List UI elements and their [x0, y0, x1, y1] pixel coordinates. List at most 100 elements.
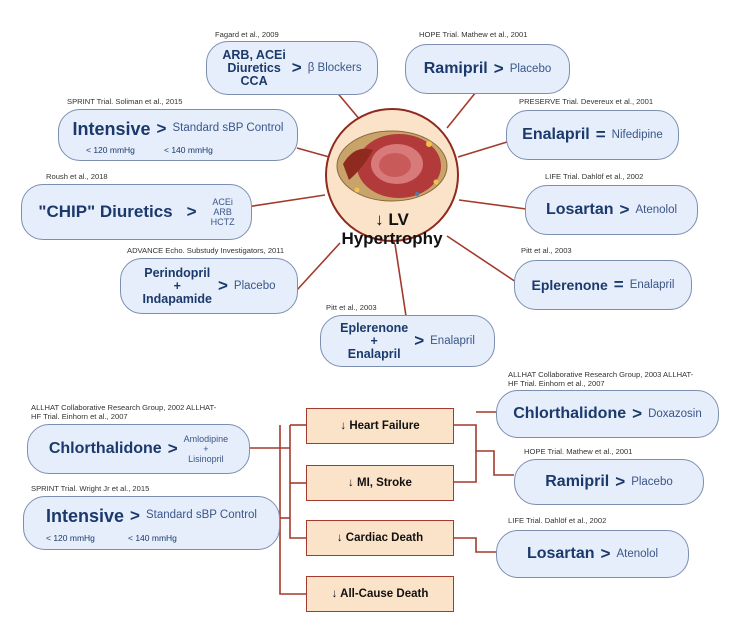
- study-sprint-wright-intensive: Intensive > Standard sBP Control < 120 m…: [23, 496, 280, 550]
- drug-line1: Eplerenone: [340, 320, 409, 335]
- comparator-line3: HCTZ: [210, 217, 235, 227]
- drug-plus: +: [173, 278, 181, 293]
- comparison-operator: >: [600, 544, 611, 563]
- citation-pitt-right: Pitt et al., 2003: [521, 246, 572, 255]
- connector-right-mid: [476, 450, 514, 476]
- comparator: β Blockers: [307, 62, 362, 74]
- drug-line2: Diuretics: [227, 60, 281, 75]
- citation-sprint-soliman: SPRINT Trial. Soliman et al., 2015: [67, 97, 183, 106]
- comparator-line2: ARB: [213, 207, 232, 217]
- citation-line2: HF Trial. Einhorn et al., 2007: [31, 412, 128, 421]
- drug-line2: Indapamide: [142, 291, 212, 306]
- lv-hypertrophy-label: ↓ LV Hypertrophy: [325, 210, 459, 248]
- comparison-operator: >: [291, 58, 302, 77]
- drug: Enalapril: [522, 126, 590, 143]
- study-life-losartan: Losartan > Atenolol: [525, 185, 698, 235]
- study-fagard: ARB, ACEi Diuretics CCA > β Blockers: [206, 41, 378, 95]
- drug: "CHIP" Diuretics: [38, 202, 173, 221]
- citation-hope: HOPE Trial. Mathew et al., 2001: [419, 30, 528, 39]
- citation-life: LIFE Trial. Dahlöf et al., 2002: [545, 172, 644, 181]
- comparator: Enalapril: [430, 335, 475, 347]
- comparison-operator: =: [613, 275, 624, 294]
- study-advance-perindopril: Perindopril + Indapamide > Placebo: [120, 258, 298, 314]
- lv-label-line2: Hypertrophy: [341, 229, 443, 248]
- citation-preserve: PRESERVE Trial. Devereux et al., 2001: [519, 97, 654, 106]
- drug: Ramipril: [423, 60, 488, 77]
- comparator: Nifedipine: [611, 129, 663, 141]
- study-preserve-enalapril: Enalapril = Nifedipine: [506, 110, 679, 160]
- drug: Chlorthalidone: [48, 440, 162, 457]
- comparison-operator: >: [186, 202, 197, 221]
- citation-pitt-bottom: Pitt et al., 2003: [326, 303, 377, 312]
- comparison-operator: >: [130, 506, 140, 525]
- citation-line2: HF Trial. Einhorn et al., 2007: [508, 379, 605, 388]
- outcome-all-cause-death: ↓ All-Cause Death: [306, 576, 454, 612]
- study-allhat-chlorthalidone-doxazosin: Chlorthalidone > Doxazosin: [496, 390, 719, 438]
- comparison-operator: >: [493, 59, 504, 78]
- comparison-operator: >: [632, 404, 643, 423]
- connector-intensive-tree: [289, 483, 306, 539]
- connector-pitt-bottom: [394, 243, 407, 317]
- citation-fagard: Fagard et al., 2009: [215, 30, 279, 39]
- citation-hope-bottom: HOPE Trial. Mathew et al., 2001: [524, 447, 633, 456]
- comparator-plus: +: [203, 444, 209, 454]
- connector-life: [458, 199, 527, 210]
- target-standard: < 140 mmHg: [164, 145, 213, 155]
- drug: Eplerenone: [531, 277, 608, 293]
- drug-line1: ARB, ACEi: [222, 47, 286, 62]
- study-pitt-eplerenone-enalapril: Eplerenone + Enalapril > Enalapril: [320, 315, 495, 367]
- drug-plus: +: [370, 333, 378, 348]
- drug: Intensive: [46, 506, 125, 526]
- comparison-operator: >: [619, 200, 630, 219]
- connector-preserve: [457, 141, 508, 158]
- comparator: Placebo: [509, 63, 552, 75]
- target-intensive: < 120 mmHg: [46, 533, 95, 543]
- outcome-mi-stroke: ↓ MI, Stroke: [306, 465, 454, 501]
- citation-roush: Roush et al., 2018: [46, 172, 108, 181]
- study-allhat-chlorthalidone-amlodipine: Chlorthalidone > Amlodipine + Lisinopril: [27, 424, 250, 474]
- connector-trunk: [279, 425, 306, 595]
- comparator-line1: ACEi: [212, 197, 233, 207]
- comparator-line1: Amlodipine: [183, 434, 229, 444]
- heart-cross-section-icon: [336, 130, 448, 202]
- comparator: Placebo: [631, 476, 673, 488]
- target-standard: < 140 mmHg: [128, 533, 177, 543]
- comparison-operator: =: [595, 125, 606, 144]
- comparator-line2: Lisinopril: [188, 454, 224, 464]
- comparator: Standard sBP Control: [172, 122, 284, 134]
- study-hope-ramipril-bottom: Ramipril > Placebo: [514, 459, 704, 505]
- connector-hope: [446, 91, 477, 129]
- drug-line1: Perindopril: [144, 265, 211, 280]
- comparator: Enalapril: [629, 279, 675, 291]
- citation-sprint-wright: SPRINT Trial. Wright Jr et al., 2015: [31, 484, 150, 493]
- connector-right-top: [454, 424, 477, 483]
- study-sprint-intensive: Intensive > Standard sBP Control < 120 m…: [58, 109, 298, 161]
- drug: Intensive: [72, 119, 151, 139]
- study-pitt-eplerenone: Eplerenone = Enalapril: [514, 260, 692, 310]
- connector-pitt-right: [446, 235, 520, 285]
- target-intensive: < 120 mmHg: [86, 145, 135, 155]
- study-roush-chip-diuretics: "CHIP" Diuretics > ACEi ARB HCTZ: [21, 184, 252, 240]
- comparison-operator: >: [217, 276, 228, 295]
- connector-advance: [296, 242, 341, 291]
- citation-allhat-2002: ALLHAT Collaborative Research Group, 200…: [31, 403, 216, 421]
- comparison-operator: >: [156, 119, 167, 138]
- comparison-operator: >: [414, 331, 425, 350]
- drug: Chlorthalidone: [513, 405, 627, 422]
- study-life-losartan-bottom: Losartan > Atenolol: [496, 530, 689, 578]
- comparator: Standard sBP Control: [145, 509, 257, 521]
- comparator: Placebo: [233, 280, 276, 292]
- outcome-cardiac-death: ↓ Cardiac Death: [306, 520, 454, 556]
- comparison-operator: >: [167, 439, 178, 458]
- drug: Losartan: [526, 545, 595, 562]
- citation-line1: ALLHAT Collaborative Research Group, 200…: [31, 403, 217, 412]
- study-hope-ramipril: Ramipril > Placebo: [405, 44, 570, 94]
- drug: Ramipril: [545, 473, 610, 490]
- drug-line3: CCA: [240, 73, 268, 88]
- comparison-operator: >: [615, 472, 626, 491]
- citation-line1: ALLHAT Collaborative Research Group, 200…: [508, 370, 694, 379]
- connector-right-bottom: [454, 537, 496, 553]
- lv-label-line1: ↓ LV: [375, 210, 409, 229]
- citation-life-bottom: LIFE Trial. Dahlöf et al., 2002: [508, 516, 607, 525]
